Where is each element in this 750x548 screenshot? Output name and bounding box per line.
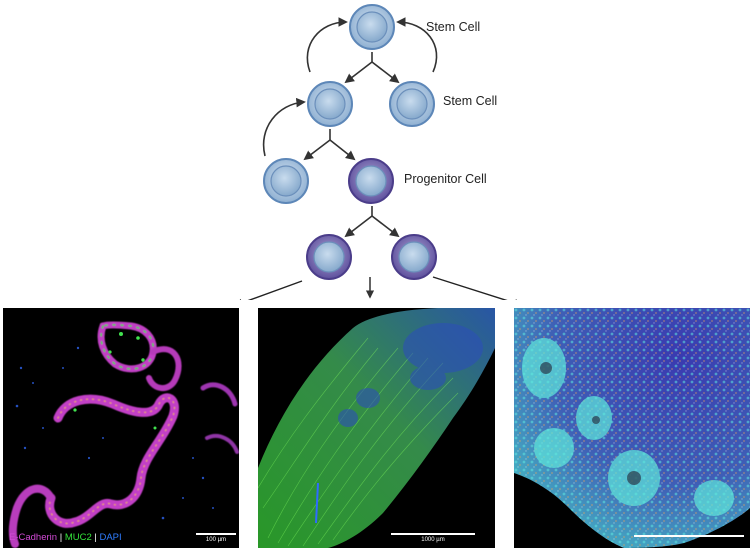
- scale-bar-label: 1000 µm: [421, 537, 445, 543]
- micrograph-fibrous-tissue: 1000 µm: [258, 308, 495, 548]
- scale-bar-label: 100 µm: [205, 537, 227, 543]
- image-pointer-arrows: [234, 276, 523, 300]
- scale-bar: [634, 535, 744, 537]
- stem-cell-top: [349, 4, 395, 50]
- micrograph-image: [8, 321, 239, 548]
- scale-bar: 1000 µm: [391, 533, 475, 543]
- legend-separator: |: [59, 532, 63, 543]
- stain-legend: E-Cadherin | MUC2 | DAPI: [9, 532, 122, 543]
- stem-cell-lower-left: [263, 158, 309, 204]
- stem-cell-label-mid: Stem Cell: [443, 94, 497, 108]
- progenitor-cell: [348, 158, 394, 204]
- progenitor-cell-label: Progenitor Cell: [404, 172, 487, 186]
- micrograph-image: [514, 308, 750, 548]
- division-arrows: [303, 52, 400, 238]
- scale-bar: 100 µm: [196, 533, 236, 543]
- stem-cell-label-top: Stem Cell: [426, 20, 480, 34]
- progenitor-cell-daughter-right: [391, 234, 437, 280]
- legend-dapi: DAPI: [99, 532, 122, 543]
- stem-cell-mid-left: [307, 81, 353, 127]
- micrograph-organoid: [514, 308, 750, 548]
- self-renewal-arrows: [262, 17, 438, 157]
- cell-lineage-diagram: Stem Cell Stem Cell Progenitor Cell: [234, 4, 523, 300]
- progenitor-cell-daughter-left: [306, 234, 352, 280]
- micrograph-intestinal-crypts: E-Cadherin | MUC2 | DAPI 100 µm: [3, 308, 239, 548]
- legend-ecadherin: E-Cadherin: [9, 532, 58, 543]
- legend-separator: |: [94, 532, 97, 543]
- stem-cell-mid-right: [389, 81, 435, 127]
- legend-muc2: MUC2: [64, 532, 92, 543]
- micrograph-image: [258, 308, 495, 548]
